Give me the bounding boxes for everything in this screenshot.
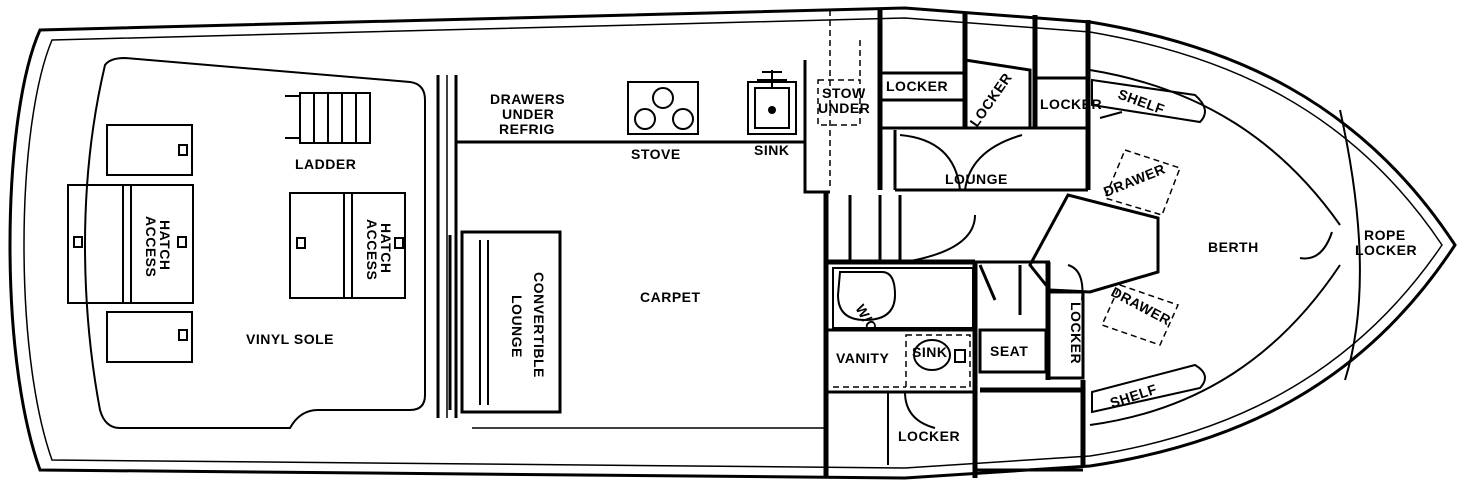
head-door-swing	[904, 214, 976, 263]
cockpit-outline	[83, 56, 426, 429]
access-hatch-right-label-2: HATCH	[378, 223, 394, 273]
locker-label-1: LOCKER	[886, 78, 948, 94]
drawers-label-3: REFRIG	[499, 121, 555, 137]
stow-under	[817, 10, 861, 190]
convertible-lounge[interactable]	[448, 230, 562, 414]
drawer-top-label: DRAWER	[1101, 161, 1167, 200]
hatch-right-main[interactable]	[289, 192, 406, 299]
wc-toilet[interactable]	[832, 267, 974, 329]
head-sink-label: SINK	[912, 344, 947, 360]
locker-label-2: LOCKER	[966, 70, 1015, 130]
locker-vertical-label: LOCKER	[1068, 302, 1084, 364]
passage-door-1	[978, 264, 997, 301]
convertible-label-2: LOUNGE	[509, 295, 525, 358]
rope-locker-label-2: LOCKER	[1355, 242, 1417, 258]
stow-label-2: UNDER	[818, 100, 870, 116]
access-hatch-left-label-1: ACCESS	[143, 216, 159, 277]
ladder	[285, 92, 371, 144]
hatch-left-bottom[interactable]	[106, 311, 193, 363]
locker-label-3: LOCKER	[1040, 96, 1102, 112]
galley-sink[interactable]	[747, 70, 797, 135]
hull-outline	[8, 6, 1457, 480]
lounge-label: LOUNGE	[945, 171, 1008, 187]
locker-bottom-door	[904, 391, 936, 429]
rope-locker-bulkhead	[1339, 109, 1361, 381]
stove[interactable]	[627, 81, 699, 135]
seat[interactable]	[978, 328, 1048, 374]
locker-2-outline	[964, 58, 1032, 128]
drawer-top[interactable]	[1103, 149, 1181, 216]
berth-label: BERTH	[1208, 239, 1259, 255]
galley-end-wall	[803, 60, 830, 194]
lounge-doors	[899, 134, 1023, 191]
hull-inner-outline	[23, 17, 1443, 469]
drawer-bottom-label: DRAWER	[1109, 284, 1174, 329]
hatch-left-top[interactable]	[106, 124, 193, 176]
rope-locker-door	[1299, 231, 1333, 260]
vanity	[833, 334, 971, 388]
stove-label: STOVE	[631, 146, 681, 162]
access-hatch-left-label-2: HATCH	[157, 220, 173, 270]
vinyl-sole-label: VINYL SOLE	[246, 331, 334, 347]
cabin-door-swing	[1067, 264, 1084, 301]
shelf-bottom	[1091, 363, 1206, 414]
locker-bottom-label: LOCKER	[898, 428, 960, 444]
stow-label-1: STOW	[822, 85, 866, 101]
galley-sink-label: SINK	[754, 142, 789, 158]
shelf-top	[1091, 78, 1206, 124]
seat-label: SEAT	[990, 343, 1028, 359]
convertible-label-1: CONVERTIBLE	[531, 272, 547, 378]
head-sink[interactable]	[913, 339, 966, 371]
drawer-bottom[interactable]	[1100, 284, 1180, 346]
drawers-label-1: DRAWERS	[490, 91, 565, 107]
vanity-label: VANITY	[836, 350, 889, 366]
locker-vertical[interactable]	[1046, 290, 1085, 380]
hatch-left-main[interactable]	[67, 184, 194, 304]
berth-top-edge	[1089, 69, 1341, 226]
access-hatch-right-label-1: ACCESS	[364, 219, 380, 280]
drawers-label-2: UNDER	[502, 106, 554, 122]
ladder-label: LADDER	[295, 156, 356, 172]
carpet-label: CARPET	[640, 289, 701, 305]
rope-locker-label-1: ROPE	[1364, 227, 1406, 243]
berth-bottom-edge	[1089, 264, 1341, 426]
